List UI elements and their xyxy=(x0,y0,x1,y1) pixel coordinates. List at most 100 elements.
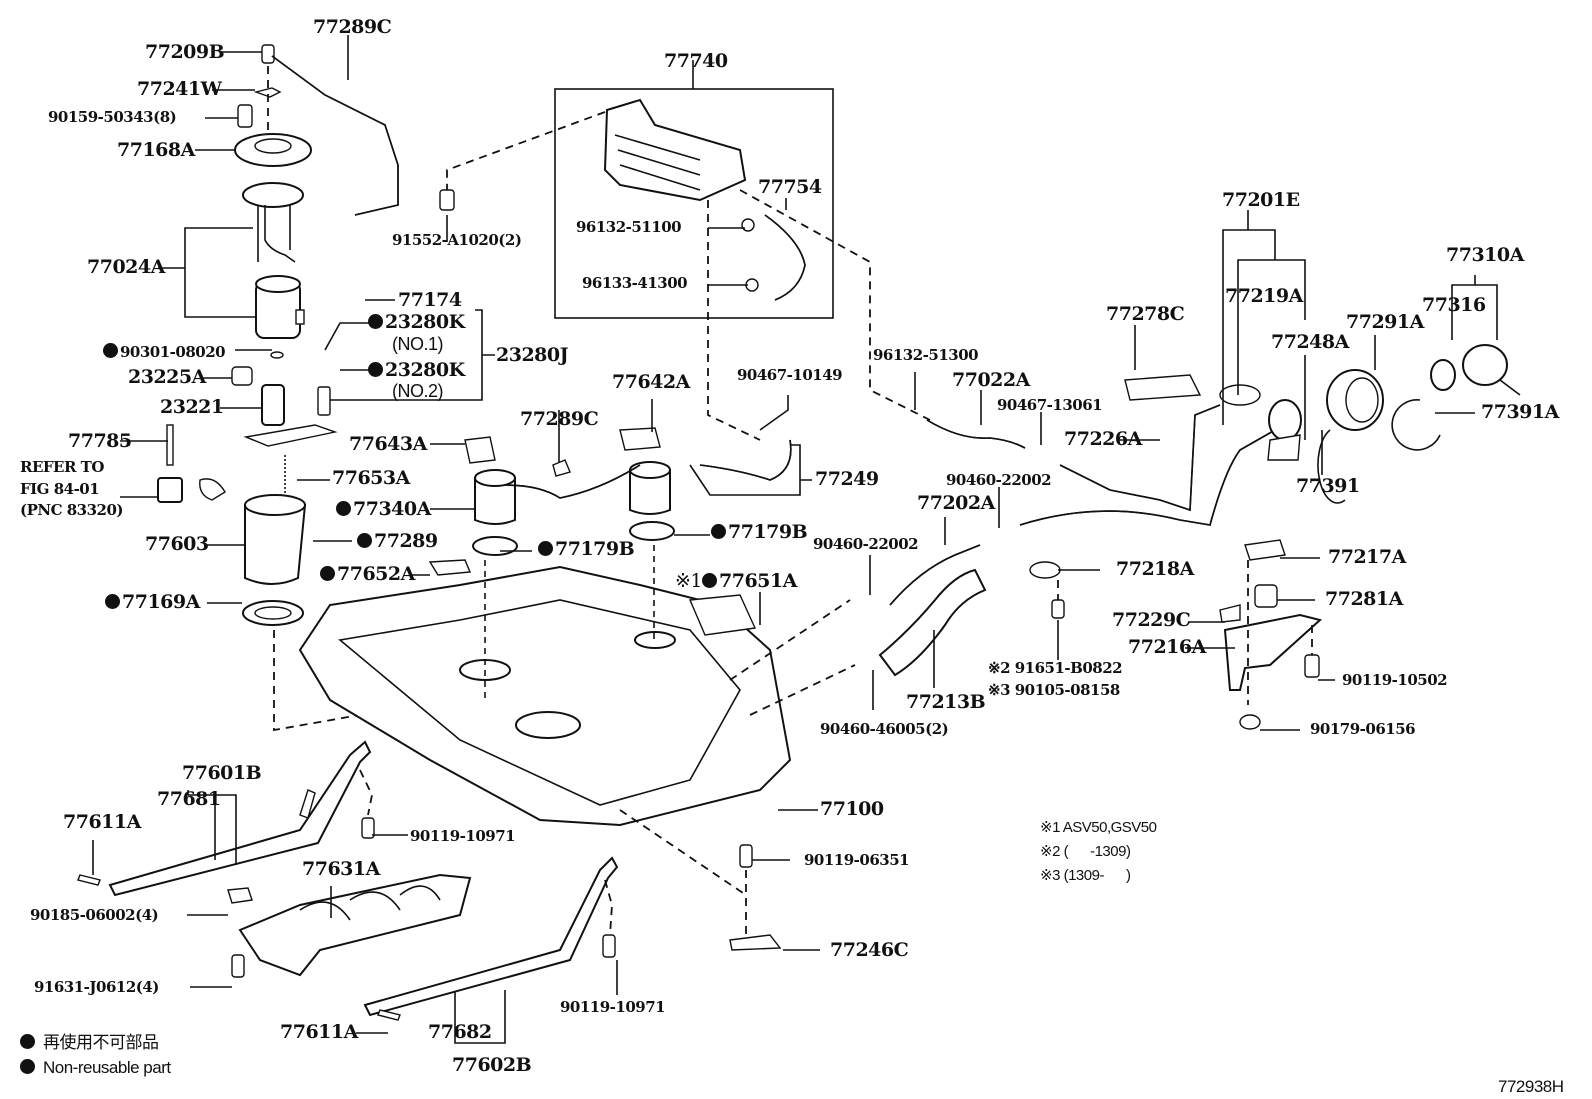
part-label-77229C[interactable]: 77229C xyxy=(1112,609,1191,631)
part-label-90179-06156[interactable]: 90179-06156 xyxy=(1310,720,1416,738)
part-label-23280J[interactable]: 23280J xyxy=(496,344,569,366)
part-label-77213B[interactable]: 77213B xyxy=(906,691,986,713)
part-label-77643A[interactable]: 77643A xyxy=(349,433,427,455)
part-label-90467-13061[interactable]: 90467-13061 xyxy=(997,396,1103,414)
fuel-pump-assembly-drawing xyxy=(157,44,561,732)
part-label-77316[interactable]: 77316 xyxy=(1422,294,1486,316)
part-label-23280K-no2[interactable]: 23280K xyxy=(368,361,465,380)
footnote-3: ※3 (1309- ) xyxy=(1040,867,1131,884)
part-label-77179B-right[interactable]: 77179B xyxy=(711,523,808,542)
non-reusable-dot-icon xyxy=(336,501,351,516)
non-reusable-dot-icon xyxy=(320,566,335,581)
part-label-77340A[interactable]: 77340A xyxy=(336,500,431,519)
part-label-90159-50343[interactable]: 90159-50343(8) xyxy=(48,108,177,126)
part-label-77611A-bottom[interactable]: 77611A xyxy=(280,1021,358,1043)
part-label-77022A[interactable]: 77022A xyxy=(952,369,1030,391)
part-label-77785[interactable]: 77785 xyxy=(68,430,132,452)
part-label-77249[interactable]: 77249 xyxy=(815,468,879,490)
fuel-tank-drawing xyxy=(298,545,856,827)
part-label-90185-06002[interactable]: 90185-06002(4) xyxy=(30,906,159,924)
part-label-77281A[interactable]: 77281A xyxy=(1325,588,1403,610)
footnote-2: ※2 ( -1309) xyxy=(1040,843,1131,860)
reference-line-1: REFER TO xyxy=(20,458,104,476)
part-label-90105-08158[interactable]: ※3 90105-08158 xyxy=(988,681,1120,699)
part-label-77754[interactable]: 77754 xyxy=(758,176,822,198)
part-label-77642A[interactable]: 77642A xyxy=(612,371,690,393)
part-label-90119-10502[interactable]: 90119-10502 xyxy=(1342,671,1448,689)
non-reusable-dot-icon xyxy=(20,1059,35,1074)
reference-line-3: (PNC 83320) xyxy=(20,501,124,519)
part-label-96132-51300[interactable]: 96132-51300 xyxy=(873,346,979,364)
non-reusable-dot-icon xyxy=(368,362,383,377)
footnote-1: ※1 ASV50,GSV50 xyxy=(1040,819,1157,836)
legend-english: Non-reusable part xyxy=(20,1059,171,1076)
part-label-90119-06351[interactable]: 90119-06351 xyxy=(804,851,910,869)
part-label-23280K-no1-sub: (NO.1) xyxy=(392,334,444,354)
part-label-77278C[interactable]: 77278C xyxy=(1106,303,1185,325)
part-label-90467-10149[interactable]: 90467-10149 xyxy=(737,366,843,384)
reference-line-2[interactable]: FIG 84-01 xyxy=(20,480,100,498)
part-label-77246C[interactable]: 77246C xyxy=(830,939,909,961)
part-label-23280K-no1[interactable]: 23280K xyxy=(368,313,465,332)
non-reusable-dot-icon xyxy=(711,524,726,539)
non-reusable-dot-icon xyxy=(357,533,372,548)
part-label-77248A[interactable]: 77248A xyxy=(1271,331,1349,353)
figure-id: 772938H xyxy=(1498,1077,1564,1096)
non-reusable-dot-icon xyxy=(105,594,120,609)
part-label-77603[interactable]: 77603 xyxy=(145,533,209,555)
part-label-77202A[interactable]: 77202A xyxy=(917,492,995,514)
part-label-77652A[interactable]: 77652A xyxy=(320,565,415,584)
part-label-77289C-top[interactable]: 77289C xyxy=(313,16,392,38)
part-label-90460-22002-a[interactable]: 90460-22002 xyxy=(946,471,1052,489)
part-label-77602B[interactable]: 77602B xyxy=(452,1054,532,1076)
vapor-hoses-drawing xyxy=(464,374,1221,556)
part-label-90460-22002-b[interactable]: 90460-22002 xyxy=(813,535,919,553)
part-label-77168A[interactable]: 77168A xyxy=(117,139,195,161)
non-reusable-dot-icon xyxy=(702,573,718,588)
leader-lines xyxy=(92,35,1498,1044)
part-label-77289C-mid[interactable]: 77289C xyxy=(520,408,599,430)
tank-straps-drawing xyxy=(77,740,782,1021)
part-label-77310A[interactable]: 77310A xyxy=(1446,244,1524,266)
part-label-77219A[interactable]: 77219A xyxy=(1225,285,1303,307)
part-label-96132-51100[interactable]: 96132-51100 xyxy=(576,218,682,236)
part-label-77681[interactable]: 77681 xyxy=(157,788,221,810)
part-label-77291A[interactable]: 77291A xyxy=(1346,311,1424,333)
part-label-91552-A1020[interactable]: 91552-A1020(2) xyxy=(392,231,522,249)
part-label-90301-08020[interactable]: 90301-08020 xyxy=(103,343,226,360)
part-label-91631-J0612[interactable]: 91631-J0612(4) xyxy=(34,978,159,996)
part-label-77601B[interactable]: 77601B xyxy=(182,762,262,784)
part-label-90119-10971-b[interactable]: 90119-10971 xyxy=(560,998,666,1016)
part-label-77216A[interactable]: 77216A xyxy=(1128,636,1206,658)
non-reusable-dot-icon xyxy=(103,343,118,358)
part-label-77179B-left[interactable]: 77179B xyxy=(538,540,635,559)
part-label-77611A-top[interactable]: 77611A xyxy=(63,811,141,833)
part-label-77218A[interactable]: 77218A xyxy=(1116,558,1194,580)
part-label-77241W[interactable]: 77241W xyxy=(137,78,222,100)
part-label-77653A[interactable]: 77653A xyxy=(332,467,410,489)
part-label-77100[interactable]: 77100 xyxy=(820,798,884,820)
part-label-77217A[interactable]: 77217A xyxy=(1328,546,1406,568)
part-label-77201E[interactable]: 77201E xyxy=(1222,189,1300,211)
part-label-77740[interactable]: 77740 xyxy=(664,50,728,72)
part-label-77391[interactable]: 77391 xyxy=(1296,475,1360,497)
part-label-77631A[interactable]: 77631A xyxy=(302,858,380,880)
part-label-77024A[interactable]: 77024A xyxy=(87,256,165,278)
part-label-90119-10971-a[interactable]: 90119-10971 xyxy=(410,827,516,845)
part-label-77169A[interactable]: 77169A xyxy=(105,593,200,612)
part-label-91651-B0822[interactable]: ※2 91651-B0822 xyxy=(988,659,1123,677)
part-label-23280K-no2-sub: (NO.2) xyxy=(392,381,444,401)
part-label-77209B[interactable]: 77209B xyxy=(145,41,225,63)
part-label-77226A[interactable]: 77226A xyxy=(1064,428,1142,450)
part-label-23225A[interactable]: 23225A xyxy=(128,366,206,388)
part-label-77682[interactable]: 77682 xyxy=(428,1021,492,1043)
part-label-23221[interactable]: 23221 xyxy=(160,396,224,418)
part-label-77289[interactable]: 77289 xyxy=(357,532,438,551)
non-reusable-dot-icon xyxy=(368,314,383,329)
part-label-77174[interactable]: 77174 xyxy=(398,289,462,311)
canister-assembly-drawing xyxy=(439,88,931,441)
part-label-90460-46005[interactable]: 90460-46005(2) xyxy=(820,720,949,738)
part-label-96133-41300[interactable]: 96133-41300 xyxy=(582,274,688,292)
part-label-77391A[interactable]: 77391A xyxy=(1481,401,1559,423)
